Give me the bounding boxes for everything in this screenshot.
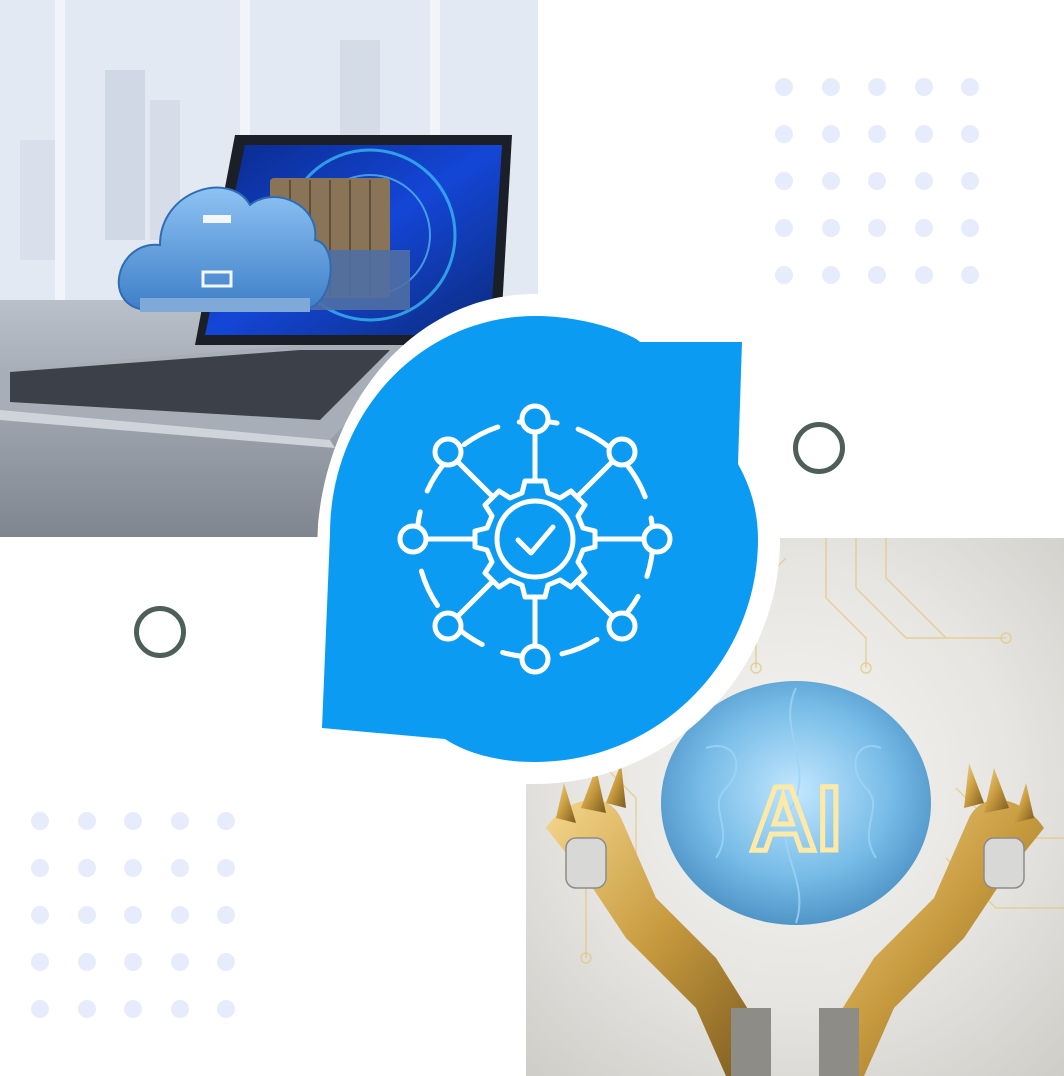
ring-decoration-right bbox=[793, 422, 845, 474]
network-gear-check-icon bbox=[397, 403, 673, 675]
dot-grid-top-right bbox=[775, 78, 979, 284]
ring-decoration-left bbox=[134, 606, 186, 658]
feature-badge bbox=[290, 294, 780, 784]
dot-grid-bottom-left bbox=[31, 812, 235, 1018]
ai-label: AI bbox=[750, 768, 842, 870]
ai-brain-illustration: AI bbox=[546, 538, 1064, 1076]
